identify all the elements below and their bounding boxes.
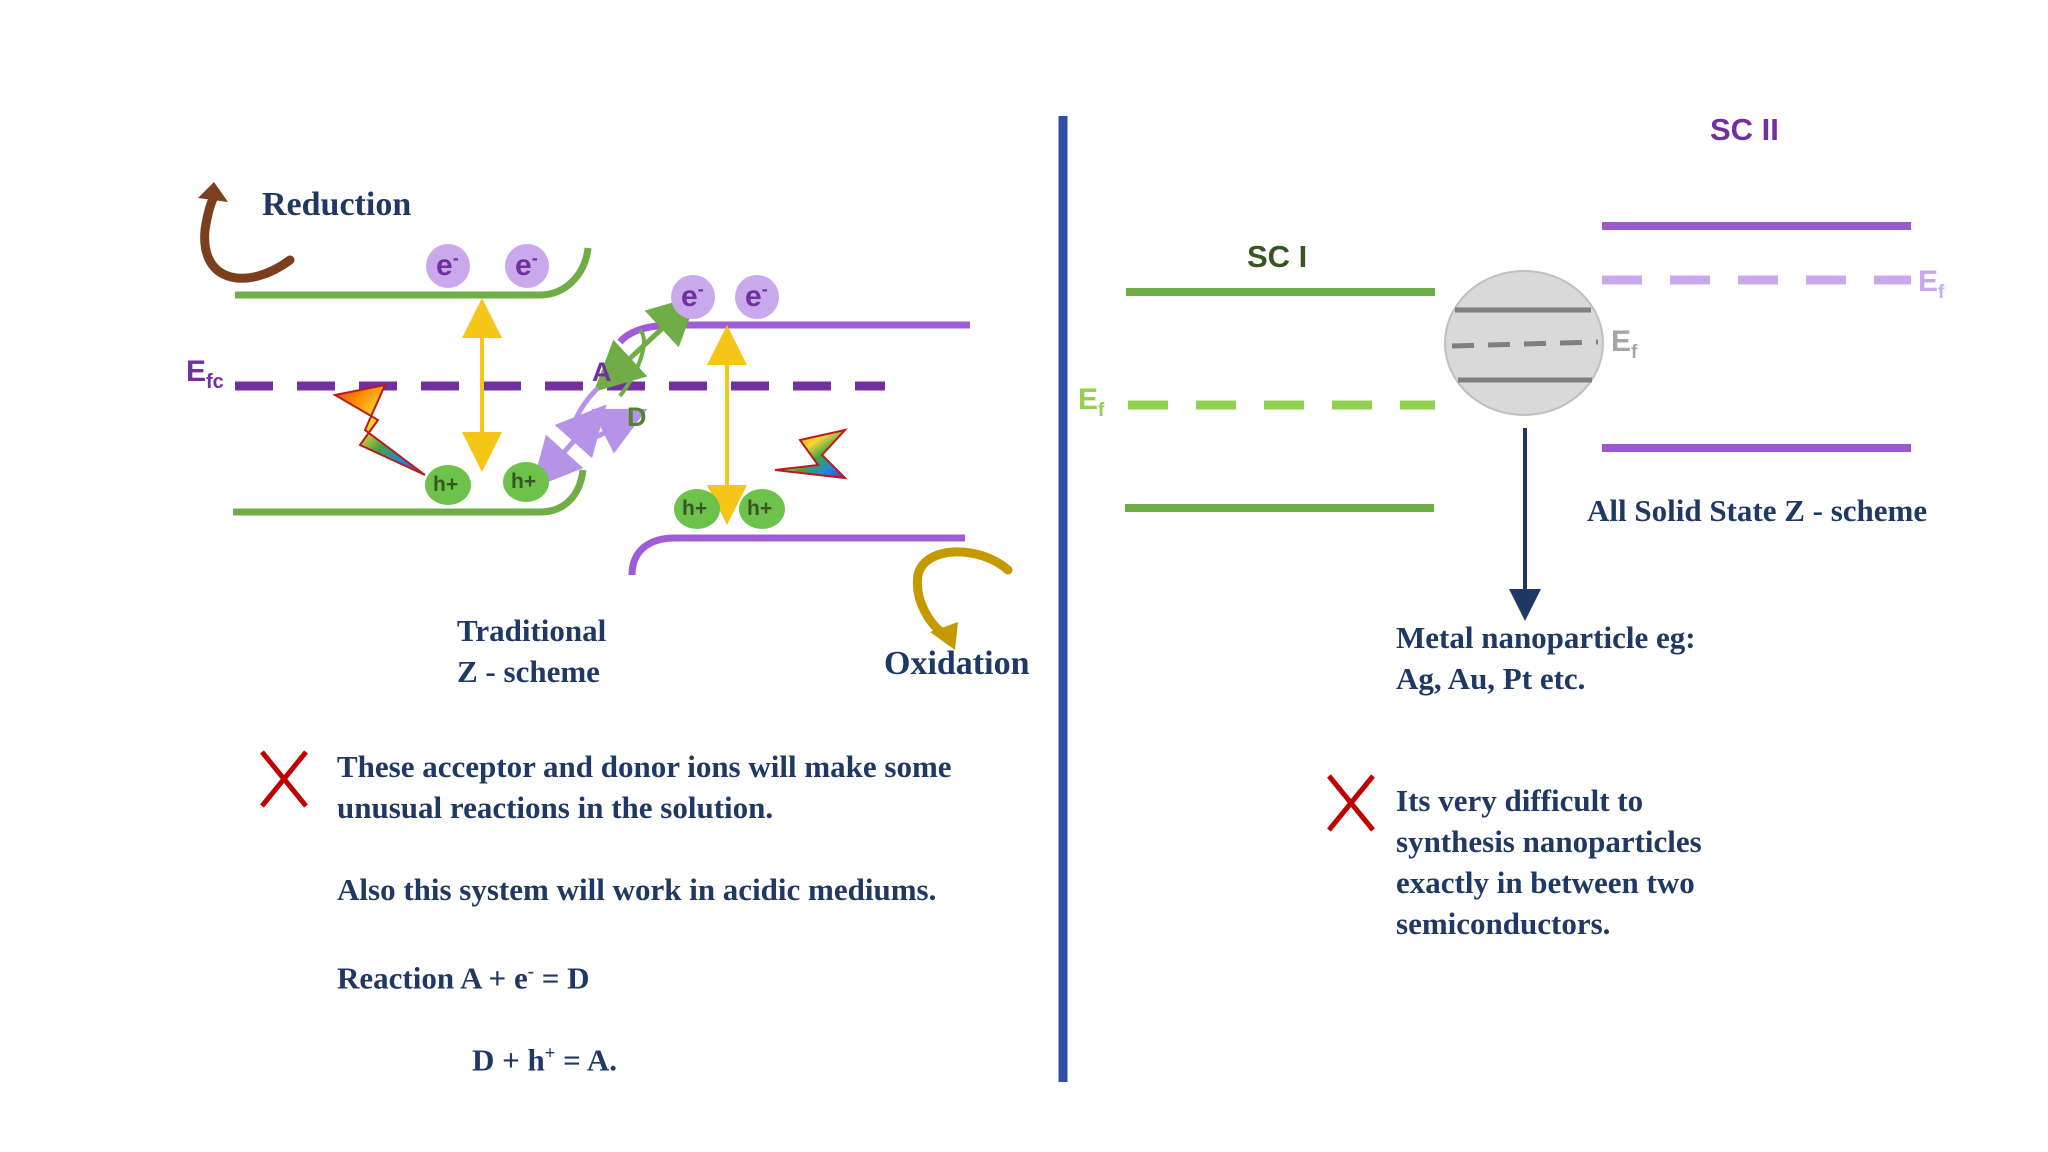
sc2-label: SC II [1710, 112, 1779, 147]
hole-3 [674, 489, 720, 529]
oxidation-label: Oxidation [884, 645, 1030, 682]
cross-mark-right [1327, 774, 1375, 832]
note1-line1: These acceptor and donor ions will make … [337, 749, 952, 784]
hole-2-label: h+ [511, 470, 537, 493]
donor-hole-arrow [531, 404, 607, 489]
electron-3 [671, 275, 715, 319]
acceptor-electron-arrow [593, 295, 699, 392]
cross-mark-left [260, 750, 308, 808]
hole-4-label: h+ [747, 497, 773, 520]
sc1-conduction-band [235, 247, 592, 299]
electron-1-label: e- [436, 248, 459, 282]
metal-nanoparticle-line2: Ag, Au, Pt etc. [1396, 661, 1586, 696]
hole-2 [503, 462, 549, 502]
note2: Also this system will work in acidic med… [337, 872, 937, 907]
reaction-2: D + h+ = A. [472, 1042, 617, 1078]
acceptor-label: A [592, 357, 612, 387]
sc1-ef-label: Ef [1078, 383, 1105, 421]
electron-3-label: e- [681, 279, 704, 313]
reaction-1: Reaction A + e- = D [337, 960, 590, 996]
electron-2-label: e- [515, 248, 538, 282]
note1-line2: unusual reactions in the solution. [337, 790, 774, 825]
reduction-curved-arrow [200, 190, 295, 283]
efc-label: Efc [186, 355, 224, 393]
solid-state-caption: All Solid State Z - scheme [1587, 493, 1928, 528]
metal-ef-label: Ef [1611, 325, 1638, 363]
difficulty-note-line4: semiconductors. [1396, 906, 1611, 941]
donor-label: D [627, 402, 647, 432]
metal-nanoparticle [1444, 270, 1604, 416]
oxidation-curved-arrow [912, 547, 1013, 640]
acceptor-donor-green-curve [618, 328, 646, 398]
hole-4 [739, 489, 785, 529]
electron-4 [735, 275, 779, 319]
sc1-label: SC I [1247, 239, 1308, 274]
hole-3-label: h+ [682, 497, 708, 520]
sc2-conduction-band [617, 321, 970, 345]
oxidation-arrowhead [930, 622, 958, 650]
traditional-caption-line2: Z - scheme [457, 654, 600, 689]
electron-2 [505, 244, 549, 288]
traditional-caption-line1: Traditional [457, 613, 607, 648]
electron-4-label: e- [745, 279, 768, 313]
sc2-ef-label: Ef [1918, 265, 1945, 303]
electron-1 [426, 244, 470, 288]
difficulty-note-line3: exactly in between two [1396, 865, 1695, 900]
reduction-label: Reduction [262, 186, 412, 223]
light-bolt-right [774, 428, 848, 480]
hole-1 [425, 465, 471, 505]
sc2-valence-band [628, 534, 965, 576]
difficulty-note-line1: Its very difficult to [1396, 783, 1644, 818]
metal-nanoparticle-line1: Metal nanoparticle eg: [1396, 620, 1696, 655]
light-bolt-left [332, 383, 426, 476]
reduction-arrowhead [198, 182, 228, 202]
difficulty-note-line2: synthesis nanoparticles [1396, 824, 1702, 859]
hole-1-label: h+ [433, 473, 459, 496]
